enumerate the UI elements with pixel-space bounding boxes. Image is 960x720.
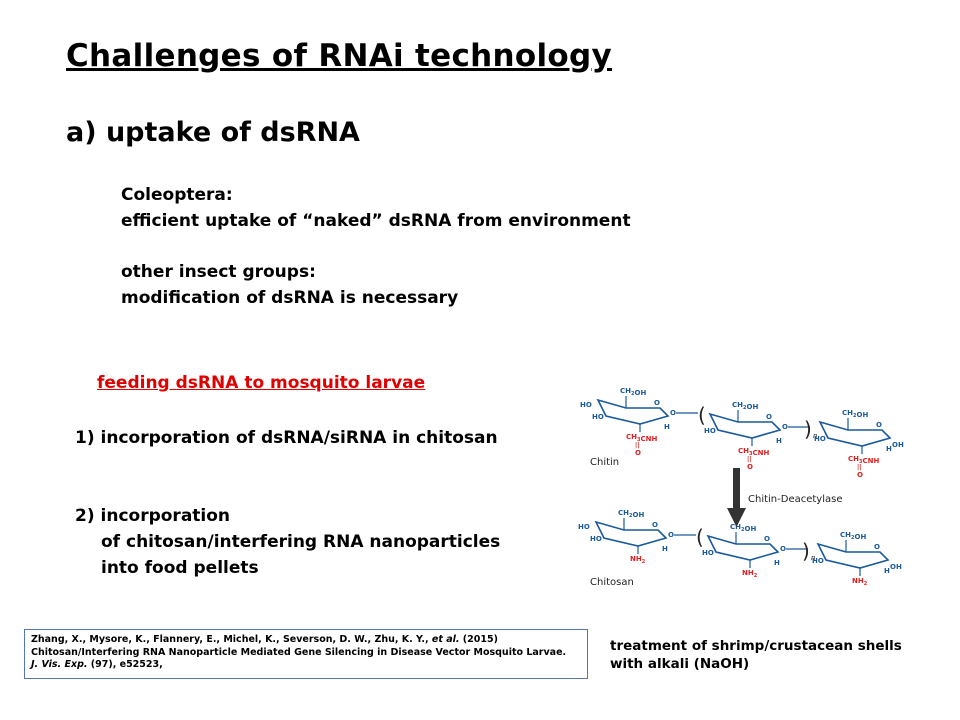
substituent-group: CH3CNH (626, 433, 657, 443)
page-title: Challenges of RNAi technology (66, 38, 613, 74)
treatment-note: treatment of shrimp/crustacean shells wi… (610, 637, 902, 673)
ho-substituent: HO (592, 413, 604, 421)
citation-etal: et al. (431, 634, 460, 645)
coleoptera-text: efficient uptake of “naked” dsRNA from e… (121, 211, 631, 231)
ho-terminal: HO (578, 523, 590, 531)
oh-terminal: OH (892, 441, 904, 449)
other-insects-block: other insect groups: modification of dsR… (121, 259, 458, 311)
ch2oh-group: CH2OH (840, 531, 866, 541)
section-subtitle: a) uptake of dsRNA (66, 117, 360, 148)
ring-oxygen: O (764, 535, 770, 543)
ring-hydrogen: H (776, 437, 782, 445)
carbonyl-bond: || (747, 456, 751, 463)
deacetylase-arrow (727, 468, 746, 527)
sugar-ring-2: CH2OH O NH2 H (816, 531, 890, 587)
substituent-group: CH3CNH (738, 447, 769, 457)
ch2oh-group: CH2OH (842, 409, 868, 419)
carbonyl-oxygen: O (635, 449, 641, 457)
point-1: 1) incorporation of dsRNA/siRNA in chito… (75, 428, 498, 448)
carbonyl-oxygen: O (747, 463, 753, 471)
substituent-group: NH2 (742, 569, 758, 579)
arrow-head (727, 508, 746, 527)
ch2oh-group: CH2OH (620, 387, 646, 397)
other-insects-text: modification of dsRNA is necessary (121, 288, 459, 308)
citation-line-3: J. Vis. Exp. (97), e52523, (31, 659, 581, 672)
citation-rest: (97), e52523, (87, 659, 163, 670)
ring-oxygen: O (766, 413, 772, 421)
ch2oh-group: CH2OH (730, 523, 756, 533)
citation-journal: J. Vis. Exp. (31, 659, 88, 670)
ring-hydrogen: H (886, 445, 892, 453)
bracket-close: ) (804, 417, 812, 441)
bracket-open: ( (696, 525, 704, 549)
ring-hydrogen: H (662, 545, 668, 553)
chitosan-structure: CH2OHONH2HCH2OHONH2HCH2OHONH2HHOHOHOHOOH… (578, 509, 902, 587)
citation-year: (2015) (459, 634, 498, 645)
ring-hydrogen: H (664, 423, 670, 431)
treatment-line-2: with alkali (NaOH) (610, 656, 750, 672)
chitin-chitosan-diagram: CH2OHOCH3CNH||OHCH2OHOCH3CNH||OHCH2OHOCH… (578, 387, 904, 588)
carbonyl-bond: || (857, 464, 861, 471)
chitosan-label: Chitosan (590, 577, 634, 588)
ring-oxygen: O (654, 399, 660, 407)
ring-oxygen: O (652, 521, 658, 529)
ring-oxygen: O (874, 543, 880, 551)
ring-oxygen: O (876, 421, 882, 429)
point-2-line-3: into food pellets (101, 558, 259, 578)
arrow-shaft (733, 468, 740, 510)
ho-substituent: HO (590, 535, 602, 543)
citation-line-2: Chitosan/Interfering RNA Nanoparticle Me… (31, 646, 567, 658)
substituent-group: CH3CNH (848, 455, 879, 465)
citation-box: Zhang, X., Mysore, K., Flannery, E., Mic… (24, 629, 588, 679)
coleoptera-block: Coleoptera: efficient uptake of “naked” … (121, 182, 631, 234)
ho-substituent: HO (814, 435, 826, 443)
enzyme-label: Chitin-Deacetylase (748, 494, 842, 505)
bracket-close: ) (802, 539, 810, 563)
ch2oh-group: CH2OH (732, 401, 758, 411)
substituent-group: NH2 (852, 577, 868, 587)
point-2-line-2: of chitosan/interfering RNA nanoparticle… (101, 532, 501, 552)
glycosidic-oxygen: O (670, 409, 676, 417)
glycosidic-oxygen: O (782, 423, 788, 431)
ch2oh-group: CH2OH (618, 509, 644, 519)
other-insects-heading: other insect groups: (121, 262, 316, 282)
chitin-label: Chitin (590, 457, 619, 468)
coleoptera-heading: Coleoptera: (121, 185, 233, 205)
carbonyl-bond: || (635, 442, 639, 449)
ring-hydrogen: H (774, 559, 780, 567)
repeat-n: n (813, 432, 817, 440)
chitin-structure: CH2OHOCH3CNH||OHCH2OHOCH3CNH||OHCH2OHOCH… (580, 387, 904, 479)
bracket-open: ( (698, 403, 706, 427)
ho-substituent: HO (702, 549, 714, 557)
ho-substituent: HO (812, 557, 824, 565)
oh-terminal: OH (890, 563, 902, 571)
treatment-line-1: treatment of shrimp/crustacean shells (610, 638, 902, 654)
citation-line-1: Zhang, X., Mysore, K., Flannery, E., Mic… (31, 634, 581, 647)
glycosidic-oxygen: O (780, 545, 786, 553)
point-2-line-1: 2) incorporation (75, 506, 231, 526)
point-2-block: 2) incorporation of chitosan/interfering… (75, 503, 500, 581)
ring-hydrogen: H (884, 567, 890, 575)
repeat-n: n (811, 554, 815, 562)
carbonyl-oxygen: O (857, 471, 863, 479)
substituent-group: NH2 (630, 555, 646, 565)
ho-terminal: HO (580, 401, 592, 409)
sugar-ring-0: CH2OH O NH2 H (594, 509, 668, 565)
feeding-heading: feeding dsRNA to mosquito larvae (97, 373, 426, 393)
citation-authors: Zhang, X., Mysore, K., Flannery, E., Mic… (31, 634, 432, 645)
ho-substituent: HO (704, 427, 716, 435)
glycosidic-oxygen: O (668, 531, 674, 539)
sugar-ring-1: CH2OH O NH2 H (706, 523, 780, 579)
